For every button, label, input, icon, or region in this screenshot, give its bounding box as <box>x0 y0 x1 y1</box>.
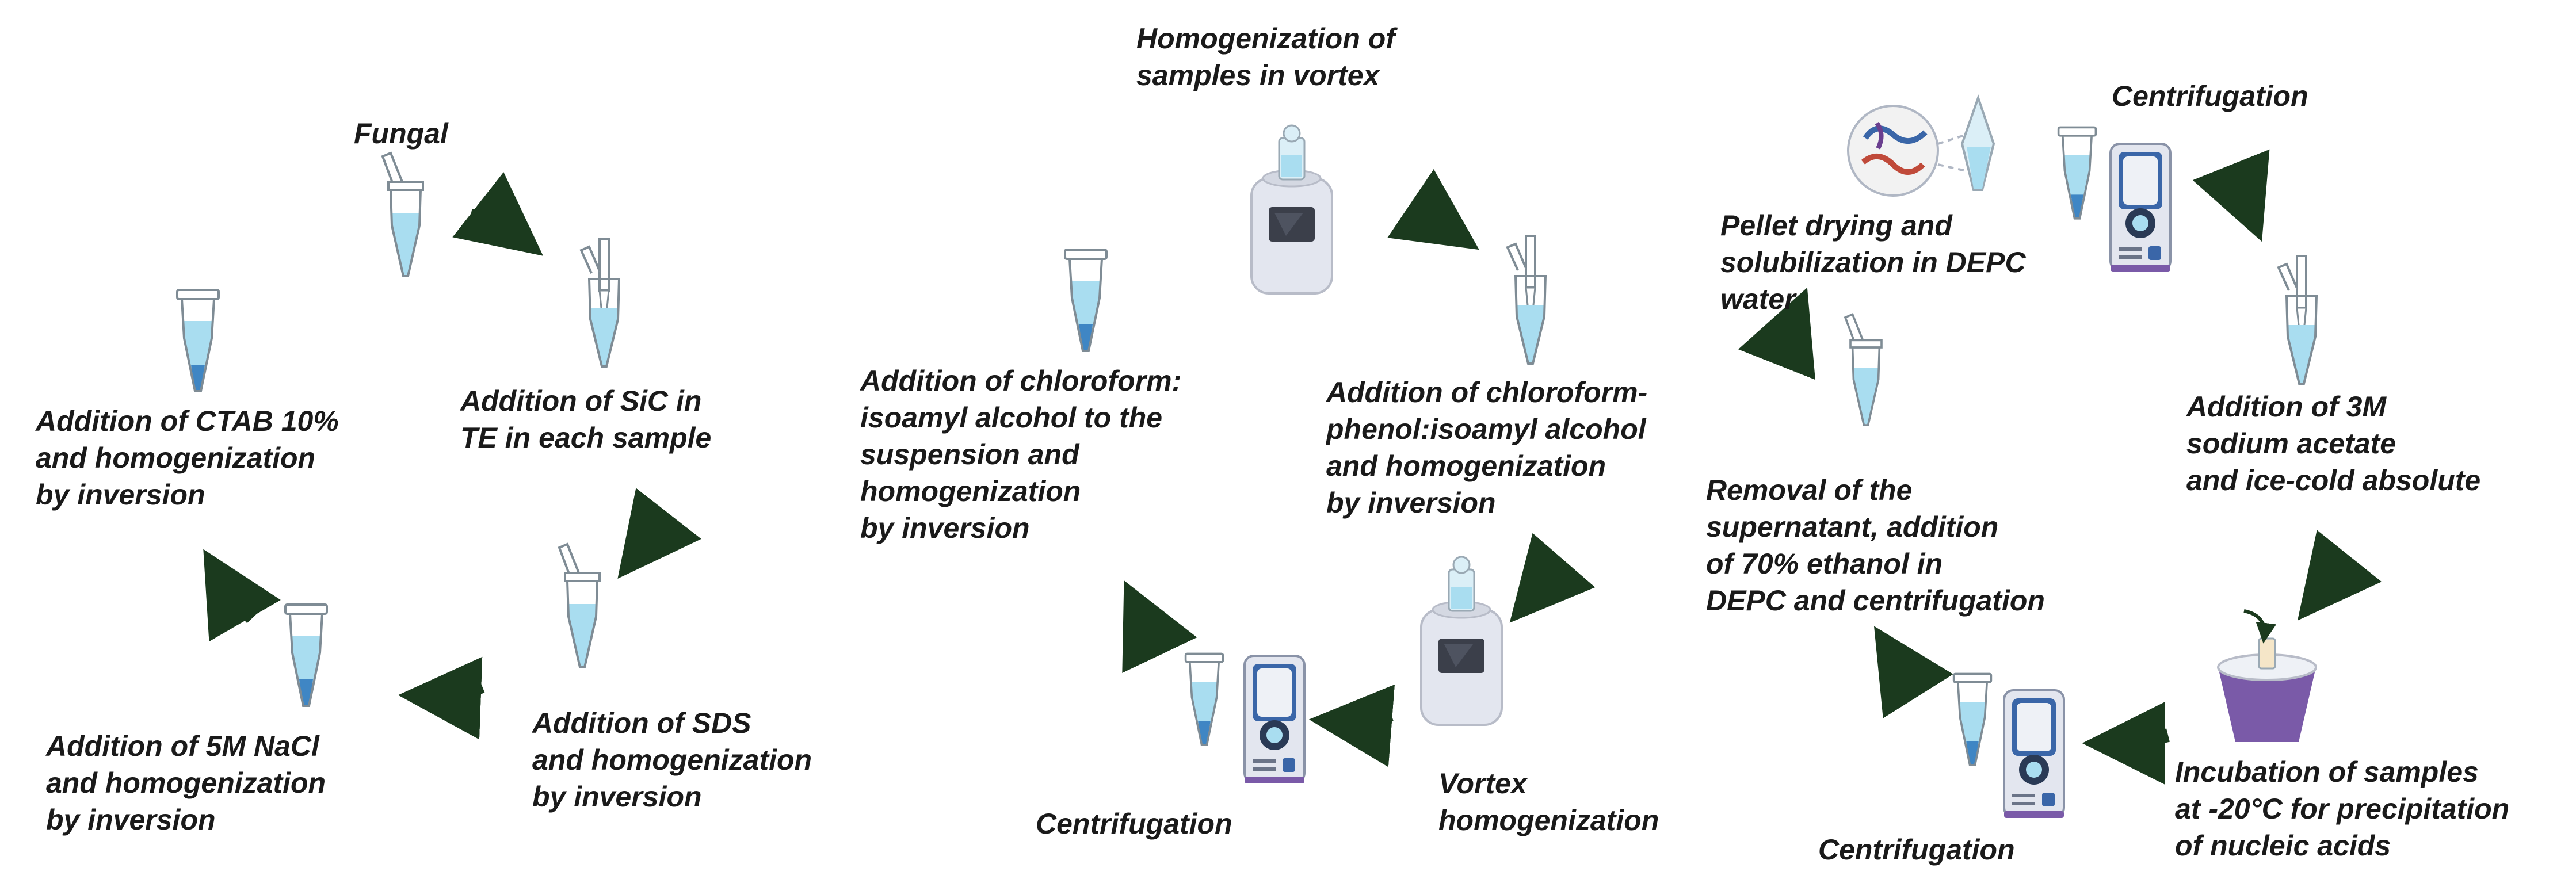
arrow-icon <box>1738 287 1815 380</box>
tube-pipette-icon-chloroform-phenol <box>1506 235 1547 365</box>
arrow-icon <box>2082 701 2170 785</box>
arrow-icon <box>617 488 701 579</box>
arrow-icon <box>203 549 281 642</box>
label-removal-supernatant: Removal of the supernatant, addition of … <box>1706 474 2045 617</box>
arrow-icon <box>1122 580 1197 673</box>
tube-pipette-icon-sic <box>580 238 620 368</box>
arrow-icon <box>398 656 485 740</box>
tube-icon-bottom <box>1952 672 1993 766</box>
vortex-icon-bottom <box>1420 556 1503 726</box>
centrifuge-icon-bottom <box>2003 689 2065 819</box>
tube-icon-removal <box>1844 313 1883 426</box>
label-addition-sodium-acetate: Addition of 3M sodium acetate and ice-co… <box>2186 391 2481 496</box>
panel-1 <box>176 152 701 740</box>
label-fungal: Fungal <box>354 117 448 150</box>
tube-icon-chloroform-isoamyl <box>1064 249 1108 352</box>
label-homogenization-vortex: Homogenization of samples in vortex <box>1136 22 1395 91</box>
arrow-icon <box>1874 626 1953 718</box>
label-addition-chloroform-isoamyl: Addition of chloroform: isoamyl alcohol … <box>860 365 1182 544</box>
panel-2 <box>1064 124 1596 785</box>
label-addition-sds: Addition of SDS and homogenization by in… <box>532 707 812 813</box>
centrifuge-icon <box>1243 655 1306 785</box>
label-vortex-homogenization: Vortex homogenization <box>1438 767 1659 836</box>
label-incubation: Incubation of samples at -20°C for preci… <box>2175 756 2510 862</box>
label-centrifugation-bottom: Centrifugation <box>1818 834 2015 866</box>
tube-icon-centrifuge-side <box>1184 652 1224 746</box>
label-centrifugation-panel2: Centrifugation <box>1036 808 1232 840</box>
label-addition-chloroform-phenol: Addition of chloroform- phenol:isoamyl a… <box>1326 376 1648 519</box>
tube-icon-nacl <box>284 603 328 707</box>
tube-icon-fungal <box>381 152 424 277</box>
tube-icon-ctab <box>176 289 220 392</box>
tube-icon-top <box>2057 126 2097 220</box>
ice-bucket-icon <box>2217 609 2317 742</box>
centrifuge-icon-top <box>2109 143 2172 273</box>
tube-icon-sds <box>558 543 601 668</box>
arrow-icon <box>2192 149 2270 242</box>
pellet-magnifier-icon <box>1847 94 1995 197</box>
arrow-icon <box>1387 169 1479 250</box>
label-addition-sic: Addition of SiC in TE in each sample <box>460 385 712 454</box>
arrow-icon <box>452 172 543 256</box>
label-pellet-drying: Pellet drying and solubilization in DEPC… <box>1720 209 2026 315</box>
label-addition-nacl: Addition of 5M NaCl and homogenization b… <box>46 730 326 836</box>
arrow-icon <box>1509 533 1596 623</box>
panel-3 <box>1738 94 2382 819</box>
tube-pipette-icon-sodium-acetate <box>2277 255 2318 385</box>
arrow-icon <box>1308 684 1395 767</box>
label-addition-ctab: Addition of CTAB 10% and homogenization … <box>36 405 339 511</box>
vortex-icon-top <box>1250 124 1333 295</box>
arrow-icon <box>2298 530 2382 621</box>
label-centrifugation-top: Centrifugation <box>2112 80 2308 112</box>
